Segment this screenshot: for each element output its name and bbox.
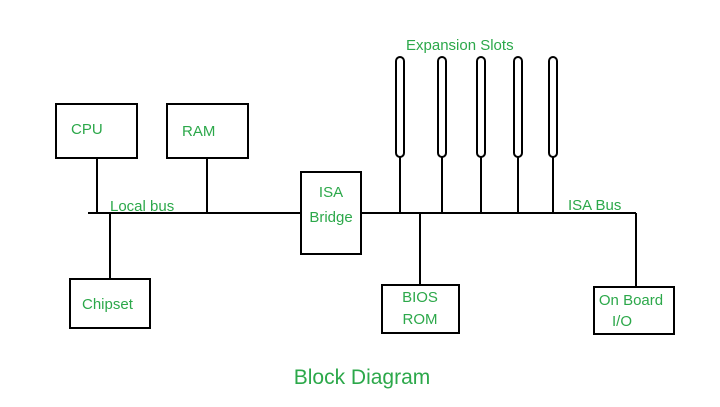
diagram-labels: CPU RAM ISA Bridge Chipset BIOS ROM On B…: [71, 37, 663, 389]
expansion-slots-label: Expansion Slots: [406, 37, 514, 54]
expansion-slot-1: [395, 56, 405, 158]
isa-bridge-box: [300, 171, 362, 255]
bios-rom-label-line2: ROM: [403, 311, 438, 328]
isa-bus-label: ISA Bus: [568, 197, 621, 214]
local-bus-label: Local bus: [110, 198, 174, 215]
cpu-box: [55, 103, 138, 159]
cpu-label: CPU: [71, 121, 103, 138]
expansion-slot-4: [513, 56, 523, 158]
onboard-io-label-line2: I/O: [612, 313, 632, 330]
diagram-title: Block Diagram: [294, 366, 431, 389]
chipset-label: Chipset: [82, 296, 134, 313]
ram-label: RAM: [182, 123, 215, 140]
chipset-box: [69, 278, 151, 329]
expansion-slot-5: [548, 56, 558, 158]
onboard-io-box: [593, 286, 675, 335]
isa-bridge-label-line1: ISA: [319, 184, 343, 201]
expansion-slot-2: [437, 56, 447, 158]
onboard-io-label-line1: On Board: [599, 292, 663, 309]
isa-bridge-label-line2: Bridge: [309, 209, 352, 226]
bios-rom-label-line1: BIOS: [402, 289, 438, 306]
expansion-slot-3: [476, 56, 486, 158]
ram-box: [166, 103, 249, 159]
bios-rom-box: [381, 284, 460, 334]
